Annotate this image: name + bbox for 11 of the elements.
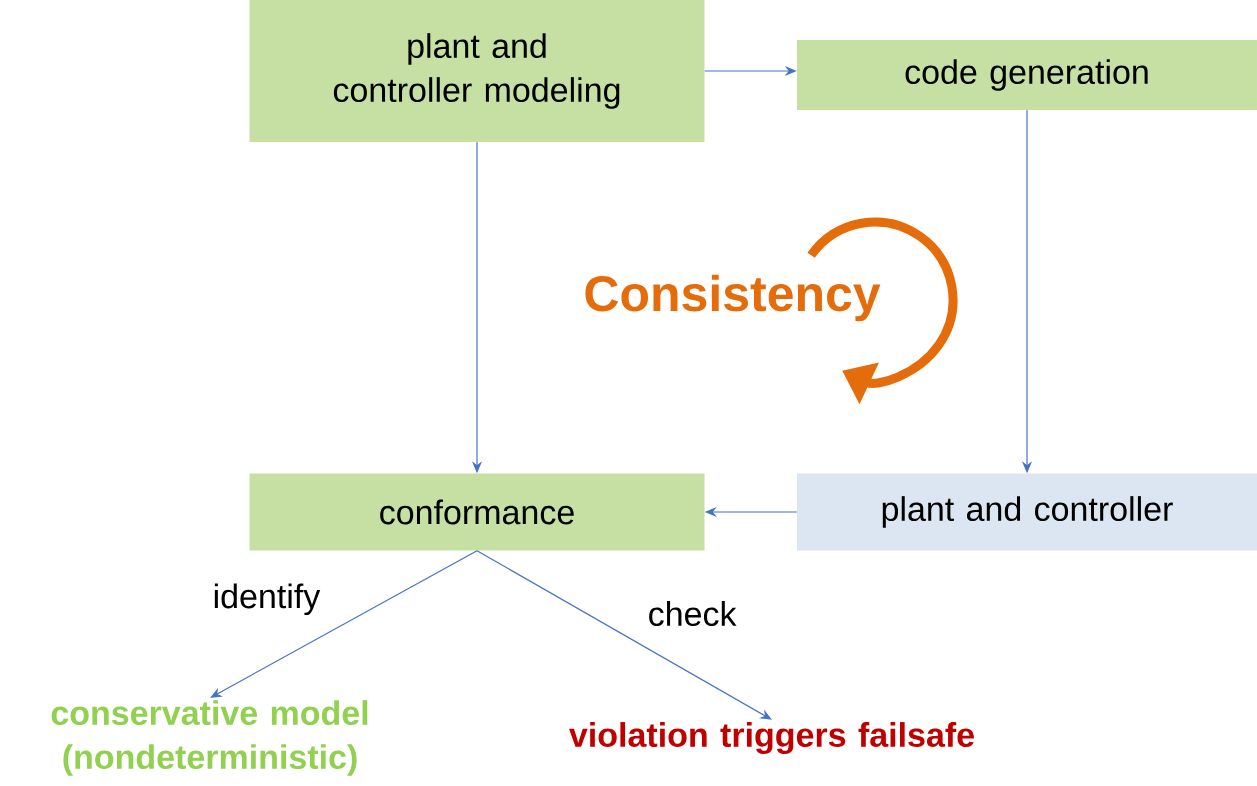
arrow: [476, 550, 772, 720]
arrow: [210, 550, 478, 698]
edge-label: check: [644, 598, 740, 630]
process-box: conformance: [249, 473, 705, 551]
process-box: plant and controller: [797, 473, 1257, 551]
process-box: code generation: [797, 40, 1257, 110]
result-text: conservative model (nondeterministic): [51, 700, 368, 776]
annotation-text: Consistency: [585, 274, 881, 322]
process-box: plant and controller modeling: [249, 0, 705, 142]
edge-label: identify: [209, 580, 324, 619]
result-text: violation triggers failsafe: [569, 722, 974, 754]
